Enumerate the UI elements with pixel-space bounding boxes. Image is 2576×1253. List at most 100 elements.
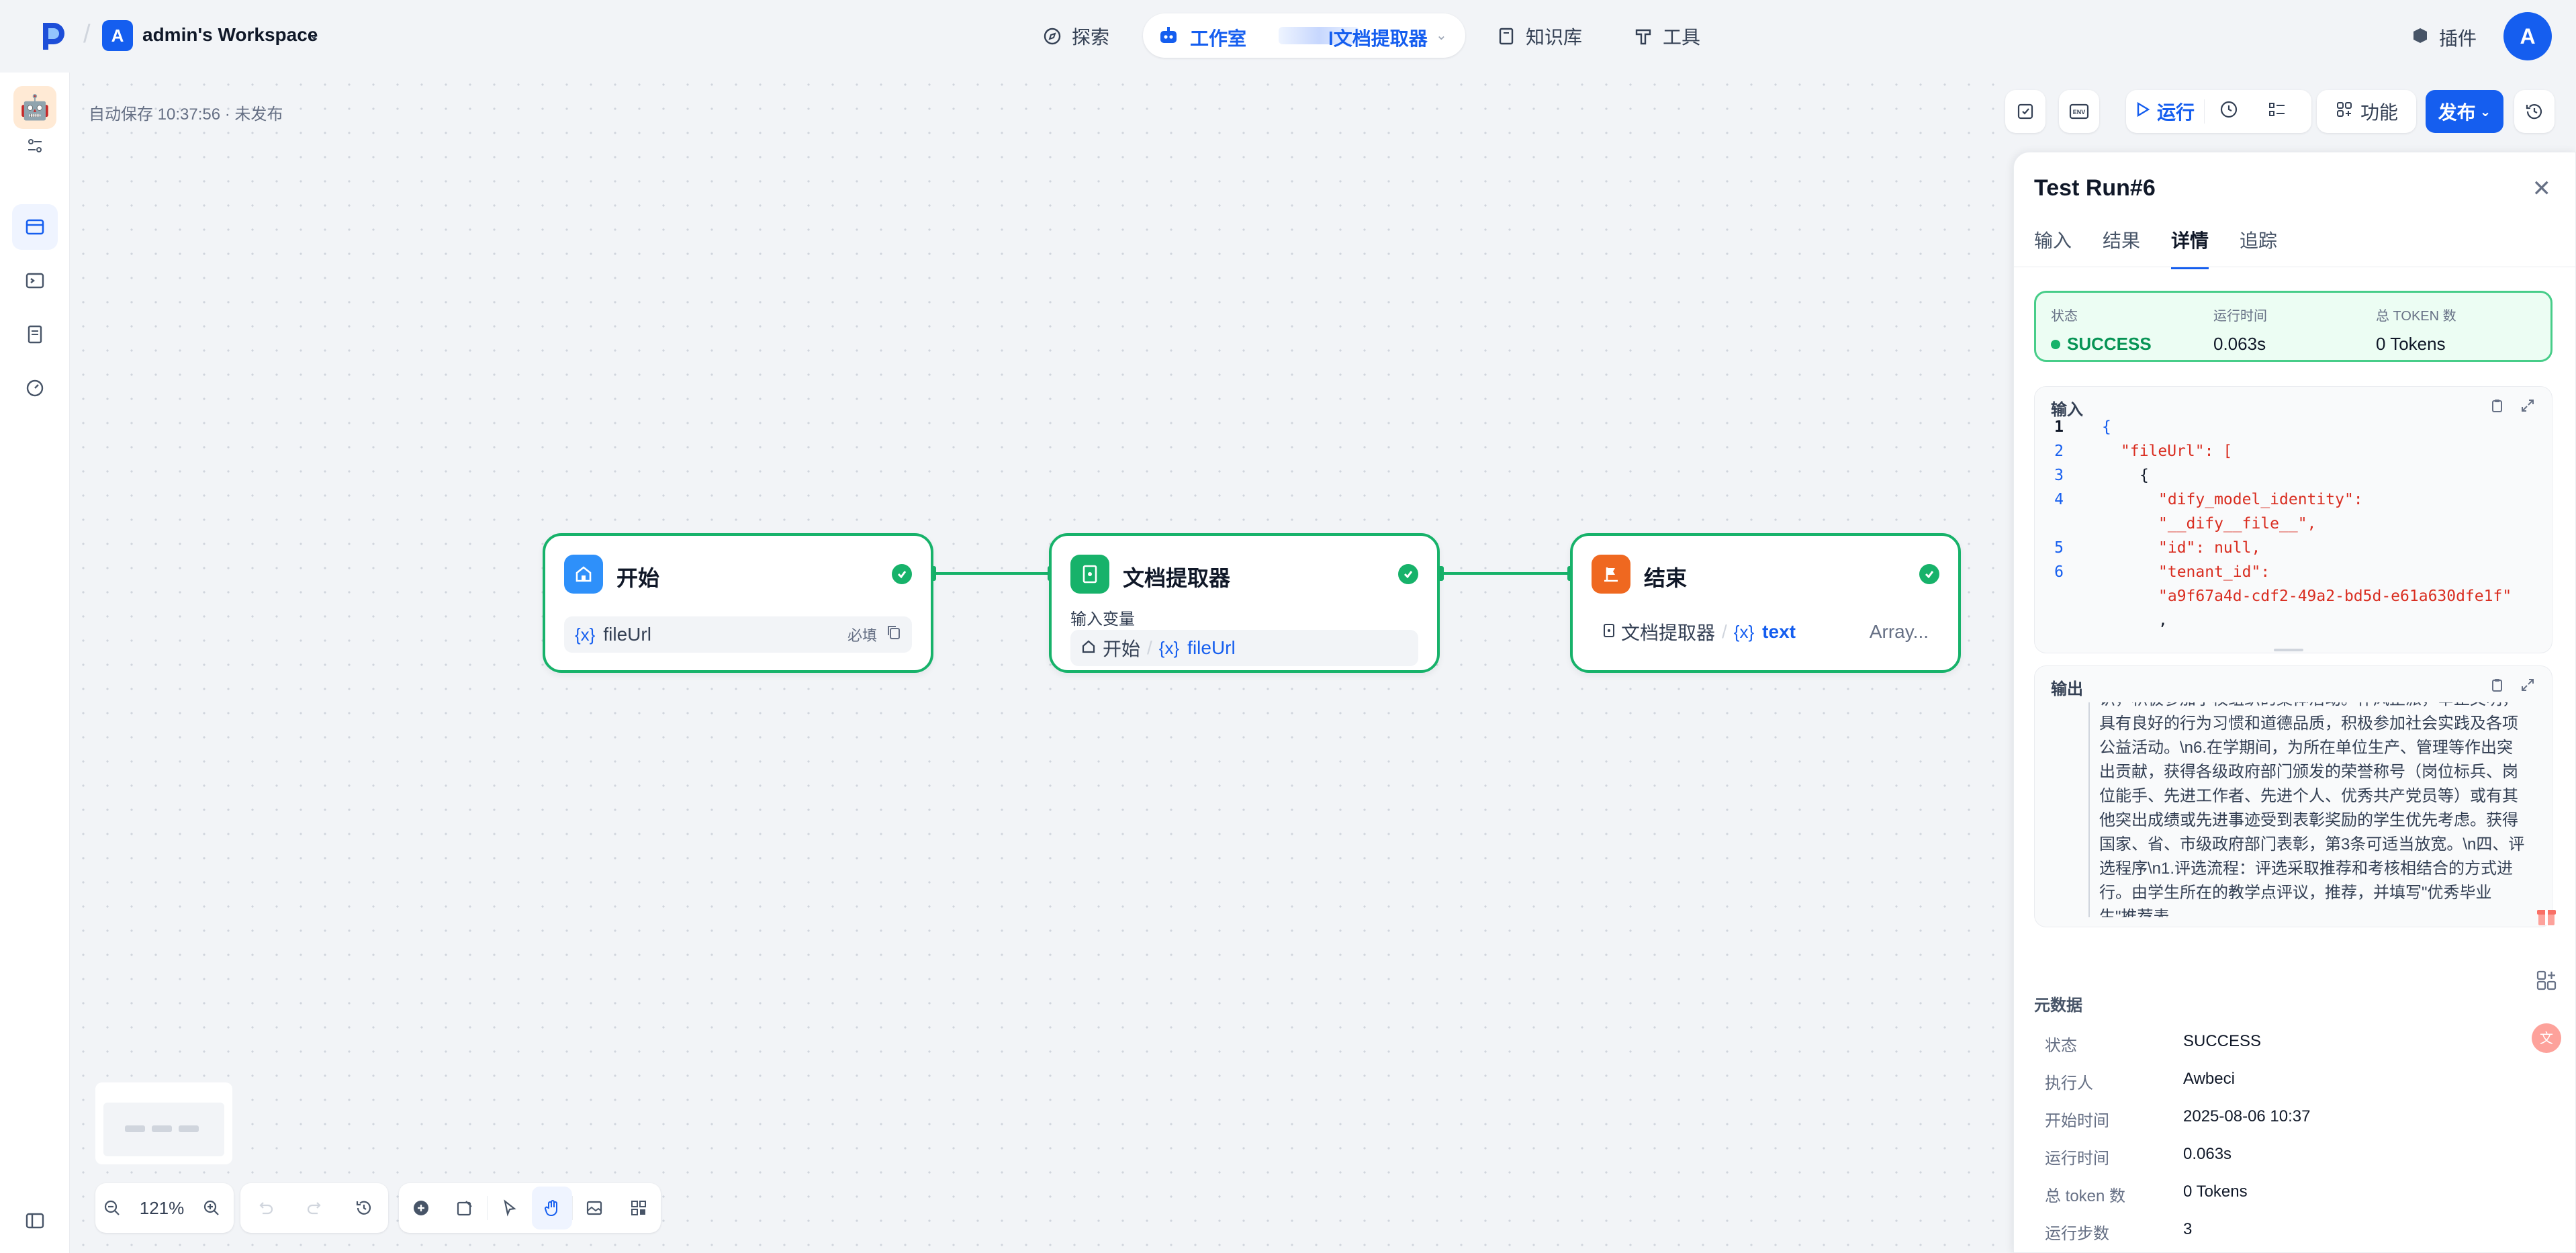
variable-name: text — [1762, 621, 1796, 642]
chevron-down-icon[interactable]: ⌄ — [1436, 28, 1447, 43]
minimap[interactable] — [95, 1082, 232, 1164]
expand-icon[interactable] — [2520, 677, 2536, 698]
edge-extractor-end[interactable] — [1440, 572, 1571, 575]
nav-studio[interactable]: 工作室 l文档提取器 ⌄ — [1143, 13, 1465, 58]
copy-icon[interactable] — [2489, 677, 2505, 698]
chevron-down-icon[interactable]: ⌄ — [308, 26, 320, 42]
meta-key: 执行人 — [2045, 1074, 2093, 1093]
checklist-toggle-button[interactable] — [2253, 90, 2301, 133]
sliders-icon[interactable] — [12, 129, 58, 163]
features-button[interactable]: 功能 — [2317, 90, 2416, 133]
expand-icon[interactable] — [2520, 398, 2536, 418]
separator: / — [1722, 621, 1727, 642]
chevron-down-icon: ⌄ — [2479, 104, 2491, 120]
hand-icon[interactable] — [531, 1187, 572, 1229]
required-badge: 必填 — [847, 627, 877, 644]
zoom-level[interactable]: 121% — [139, 1197, 185, 1218]
version-history-button[interactable] — [2514, 90, 2555, 133]
undo-icon[interactable] — [240, 1187, 290, 1229]
zoom-out-icon[interactable] — [95, 1187, 129, 1229]
variable-icon: {x} — [1733, 621, 1755, 642]
node-end[interactable]: 结束 文档提取器 / {x} text Array... — [1570, 533, 1961, 673]
run-history-button[interactable] — [2205, 90, 2253, 133]
nav-knowledge[interactable]: 知识库 — [1496, 20, 1582, 52]
json-viewer[interactable]: 1{ 2"fileUrl": [ 3{ 4"dify_model_identit… — [2035, 415, 2552, 633]
redo-icon[interactable] — [290, 1187, 340, 1229]
node-doc-extractor[interactable]: 文档提取器 输入变量 开始 / {x} fileUrl — [1049, 533, 1440, 673]
run-toolbar: 运行 — [2126, 90, 2311, 133]
sidebar-item-api[interactable] — [12, 258, 58, 304]
indent-guide — [2088, 702, 2090, 917]
checklist-button[interactable] — [2005, 90, 2045, 133]
node-start[interactable]: 开始 {x} fileUrl 必填 — [543, 533, 933, 673]
clock-play-icon — [2219, 99, 2239, 124]
sidebar-item-orchestrate[interactable] — [12, 204, 58, 250]
add-note-icon[interactable] — [443, 1187, 488, 1229]
run-button[interactable]: 运行 — [2126, 90, 2204, 133]
status-summary-card: 状态 SUCCESS 运行时间 0.063s 总 TOKEN 数 0 Token… — [2034, 291, 2552, 362]
export-image-icon[interactable] — [573, 1187, 617, 1229]
history-icon[interactable] — [340, 1187, 388, 1229]
dify-logo-icon[interactable] — [40, 21, 67, 51]
app-avatar[interactable]: 🤖 — [13, 86, 56, 129]
sidebar-toggle-icon[interactable] — [12, 1198, 58, 1244]
output-variable-row[interactable]: 文档提取器 / {x} text Array... — [1592, 614, 1939, 650]
zoom-controls: 121% — [95, 1183, 234, 1233]
resize-handle[interactable] — [2274, 649, 2303, 651]
env-button[interactable]: ENV — [2059, 90, 2099, 133]
separator: / — [1147, 637, 1152, 658]
translate-icon[interactable]: 文 — [2526, 1018, 2567, 1058]
gift-icon[interactable] — [2526, 897, 2567, 935]
variable-row[interactable]: {x} fileUrl 必填 — [564, 616, 912, 653]
edit-check-icon — [2005, 90, 2045, 133]
minimap-node — [125, 1125, 145, 1132]
document-extractor-icon — [1070, 555, 1109, 594]
organize-layout-icon[interactable] — [616, 1187, 661, 1229]
output-card-title: 输出 — [2051, 680, 2083, 698]
zoom-in-icon[interactable] — [195, 1187, 228, 1229]
workspace-avatar[interactable]: A — [102, 20, 133, 51]
plugins-button[interactable]: 插件 — [2411, 24, 2477, 51]
copy-icon[interactable] — [2489, 398, 2505, 418]
current-app-name[interactable]: l文档提取器 — [1328, 28, 1428, 49]
book-icon — [1496, 26, 1516, 46]
publish-button[interactable]: 发布 ⌄ — [2426, 90, 2503, 133]
code-text: "id": null, — [2158, 539, 2261, 557]
metadata-title: 元数据 — [2034, 996, 2082, 1015]
add-node-icon[interactable] — [399, 1187, 443, 1229]
tab-tracing[interactable]: 追踪 — [2240, 230, 2278, 251]
nav-tools-label: 工具 — [1663, 27, 1701, 48]
node-title: 开始 — [616, 566, 660, 590]
meta-key: 运行步数 — [2045, 1225, 2109, 1243]
output-text[interactable]: 识，积极参加学校组织的集体活动。作风正派，举止文明，具有良好的行为习惯和道德品质… — [2099, 702, 2525, 917]
copy-icon[interactable] — [886, 624, 901, 645]
tab-input[interactable]: 输入 — [2034, 230, 2072, 251]
grid-plus-icon — [2335, 100, 2354, 124]
undo-redo-controls — [240, 1183, 388, 1233]
edge-start-extractor[interactable] — [932, 572, 1050, 575]
sidebar-item-monitoring[interactable] — [12, 365, 58, 411]
workspace-name[interactable]: admin's Workspace — [142, 24, 318, 45]
check-circle-icon — [1398, 564, 1418, 584]
nav-tools[interactable]: 工具 — [1633, 20, 1700, 52]
variable-row[interactable]: 开始 / {x} fileUrl — [1070, 630, 1418, 666]
home-icon — [564, 555, 603, 594]
pointer-icon[interactable] — [488, 1187, 532, 1229]
user-avatar[interactable]: A — [2503, 12, 2552, 60]
tab-result[interactable]: 结果 — [2103, 230, 2141, 251]
env-icon: ENV — [2059, 90, 2099, 133]
meta-value: 2025-08-06 10:37 — [2183, 1107, 2311, 1125]
close-icon[interactable]: ✕ — [2532, 176, 2552, 201]
apps-icon[interactable] — [2526, 962, 2567, 999]
sidebar-item-logs[interactable] — [12, 312, 58, 357]
nav-explore[interactable]: 探索 — [1042, 20, 1109, 52]
meta-key: 开始时间 — [2045, 1112, 2109, 1130]
tab-detail[interactable]: 详情 — [2171, 226, 2209, 269]
svg-text:ENV: ENV — [2073, 109, 2086, 115]
node-handle[interactable] — [1437, 566, 1444, 581]
